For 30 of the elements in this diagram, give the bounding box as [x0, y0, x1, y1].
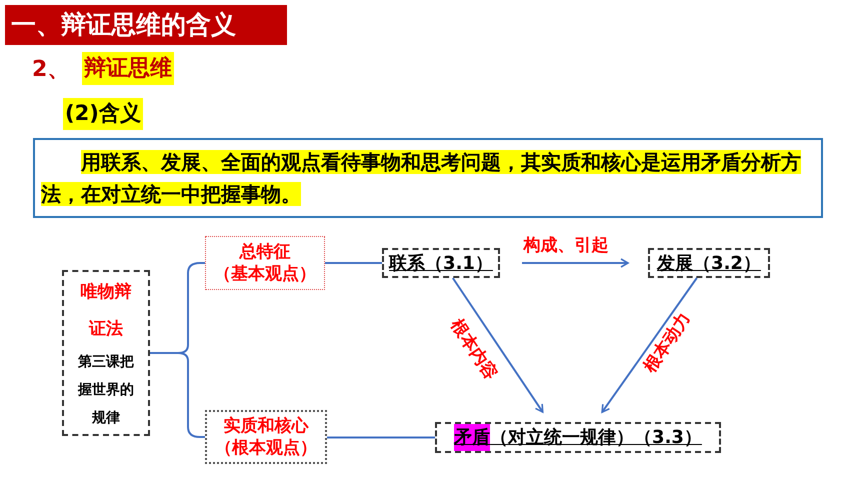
node-text: 发展（3.2） — [657, 252, 761, 276]
concept-box — [435, 422, 721, 453]
concept-box — [648, 248, 770, 278]
highlighted-term: 矛盾 — [454, 424, 490, 451]
edge-label: 构成、引起 — [524, 234, 608, 258]
node-text: （对立统一规律）（3.3） — [490, 426, 702, 450]
node-heading: 唯物辩证法 — [80, 280, 132, 341]
arrow — [601, 277, 698, 413]
concept-box — [205, 410, 327, 464]
node-text: 联系（3.1） — [389, 252, 493, 276]
connector-line — [150, 352, 205, 438]
concept-box — [205, 236, 325, 290]
concept-box — [382, 248, 500, 278]
section-number: 2、 — [32, 56, 70, 84]
subheading: (2)含义 — [63, 98, 143, 130]
node-text: （基本观点） — [214, 263, 316, 286]
node-text: 总特征 — [240, 240, 290, 263]
node-text: 第三课把握世界的规律 — [76, 353, 135, 428]
edge-label: 根本动力 — [639, 308, 696, 378]
lesson-box — [62, 270, 150, 436]
connector-line — [327, 436, 435, 438]
edge-label: 根本内容 — [445, 314, 502, 386]
node-text: （根本观点） — [215, 437, 317, 460]
connector-line — [325, 262, 382, 264]
title-bar: 一、辩证思维的含义 — [5, 5, 287, 45]
arrow — [522, 258, 629, 268]
arrow — [452, 277, 544, 413]
section-heading: 辩证思维 — [82, 52, 174, 85]
definition-text: 用联系、发展、全面的观点看待事物和思考问题，其实质和核心是运用矛盾分析方法，在对立统一中把握事物。 — [41, 149, 802, 208]
node-text: 实质和核心 — [224, 414, 308, 437]
